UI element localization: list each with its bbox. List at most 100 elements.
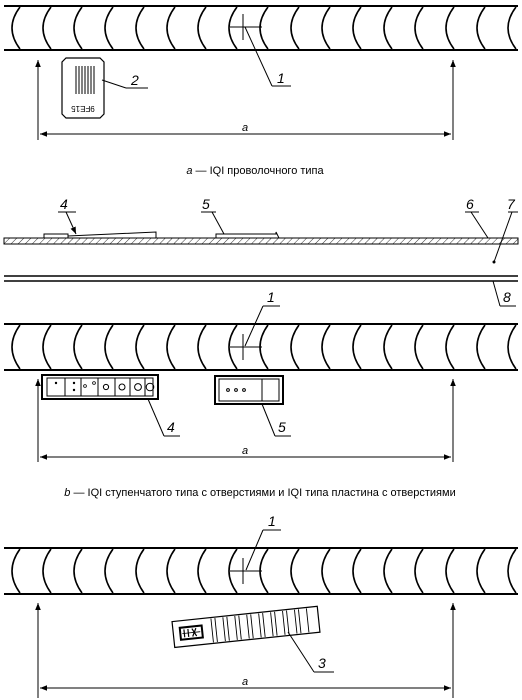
- callout-5-plan: 5: [261, 403, 291, 437]
- callout-2-label: 2: [130, 72, 139, 88]
- plate-hole-iqi: [214, 375, 284, 405]
- callout-6-label: 6: [466, 196, 474, 212]
- callout-8: 8: [492, 280, 516, 307]
- step-cells: [64, 378, 146, 396]
- callout-1-label: 1: [277, 70, 285, 86]
- callout-5-section: 5: [201, 196, 225, 235]
- dimension-a: a: [35, 60, 456, 140]
- weld-ripple: [352, 548, 362, 594]
- weld-ripple: [383, 548, 393, 594]
- callout-4-section: 4: [58, 196, 77, 235]
- weld-ripple: [445, 548, 455, 594]
- panel-b-section: 4 5 6 7 8: [3, 196, 519, 307]
- weld-ripple: [11, 324, 21, 370]
- weld-ripple: [507, 6, 517, 50]
- weld-seam-plan: [4, 5, 518, 51]
- callout-3: 3: [287, 631, 334, 673]
- wire-lines: [75, 66, 95, 94]
- centre-mark: [230, 334, 262, 360]
- step-holes: [54, 381, 155, 392]
- weld-ripple: [352, 6, 362, 50]
- weld-ripple: [197, 6, 207, 50]
- weld-ripple: [352, 324, 362, 370]
- weld-ripple: [476, 548, 486, 594]
- weld-ripple: [166, 548, 176, 594]
- callout-4-label: 4: [60, 196, 68, 212]
- weld-ripple: [228, 324, 238, 370]
- callout-4-plan: 4: [147, 398, 180, 437]
- panel-a: 1 9FE15 2 a a — IQI пров: [4, 5, 518, 177]
- weld-ripple: [414, 324, 424, 370]
- weld-seam-plan: [4, 323, 518, 371]
- weld-ripple: [73, 548, 83, 594]
- weld-ripple: [42, 548, 52, 594]
- weld-ripple: [135, 6, 145, 50]
- callout-7-label: 7: [507, 196, 516, 212]
- weld-ripple: [135, 548, 145, 594]
- weld-ripple: [414, 548, 424, 594]
- weld-ripple: [259, 6, 269, 50]
- weld-ripple: [73, 324, 83, 370]
- weld-ripple: [135, 324, 145, 370]
- callout-1-b: 1: [244, 289, 280, 347]
- callout-7: 7: [492, 196, 518, 264]
- weld-seam-plan: [4, 547, 518, 595]
- caption-b: b — IQI ступенчатого типа с отверстиями …: [64, 487, 455, 499]
- callout-5-label: 5: [202, 196, 210, 212]
- weld-ripple: [166, 324, 176, 370]
- weld-ripple: [445, 324, 455, 370]
- weld-ripple: [228, 548, 238, 594]
- wire-iqi-text: 9FE15: [71, 104, 95, 113]
- wire-pairs: [210, 608, 310, 643]
- callout-1: 1: [244, 26, 291, 87]
- callout-8-label: 8: [503, 289, 511, 305]
- dimension-a-b: a: [35, 379, 456, 462]
- logo-box: [178, 624, 204, 641]
- dim-label-b: a: [242, 445, 248, 457]
- panel-c: 1: [4, 513, 518, 698]
- weld-ripple: [290, 548, 300, 594]
- dim-label-a: a: [242, 122, 248, 134]
- weld-ripple: [104, 548, 114, 594]
- weld-ripple: [42, 6, 52, 50]
- weld-ripple: [383, 6, 393, 50]
- step-hole-iqi-section: [43, 231, 157, 239]
- weld-ripple: [507, 548, 517, 594]
- weld-ripple: [11, 548, 21, 594]
- centre-mark: [230, 558, 262, 584]
- weld-ripple: [507, 324, 517, 370]
- weld-ripple: [197, 548, 207, 594]
- centre-mark: [230, 14, 262, 40]
- weld-ripple: [290, 324, 300, 370]
- weld-ripple: [321, 6, 331, 50]
- wire-iqi: 9FE15: [61, 57, 105, 119]
- weld-ripple: [11, 6, 21, 50]
- weld-ripple: [166, 6, 176, 50]
- weld-ripple: [228, 6, 238, 50]
- callout-1-c-label: 1: [268, 513, 276, 529]
- weld-ripple: [104, 324, 114, 370]
- weld-ripple: [321, 324, 331, 370]
- weld-ripple: [73, 6, 83, 50]
- callout-6: 6: [465, 196, 489, 239]
- weld-ripple: [445, 6, 455, 50]
- weld-ripple: [383, 324, 393, 370]
- dim-label-c: a: [242, 676, 248, 688]
- caption-a: a — IQI проволочного типа: [186, 165, 324, 177]
- weld-ripple: [42, 324, 52, 370]
- callout-4-plan-label: 4: [167, 419, 175, 435]
- plate-hatched-layer: [3, 237, 519, 245]
- weld-ripple: [290, 6, 300, 50]
- callout-3-label: 3: [318, 655, 326, 671]
- weld-ripple: [476, 324, 486, 370]
- callout-1-c: 1: [245, 513, 281, 571]
- callout-5-plan-label: 5: [278, 419, 286, 435]
- step-hole-iqi: [41, 374, 159, 400]
- panel-b-plan: 1: [4, 289, 518, 499]
- plate-hole-iqi-section: [215, 231, 280, 239]
- duplex-wire-iqi: [171, 605, 321, 649]
- weld-ripple: [476, 6, 486, 50]
- callout-1-b-label: 1: [267, 289, 275, 305]
- weld-ripple: [104, 6, 114, 50]
